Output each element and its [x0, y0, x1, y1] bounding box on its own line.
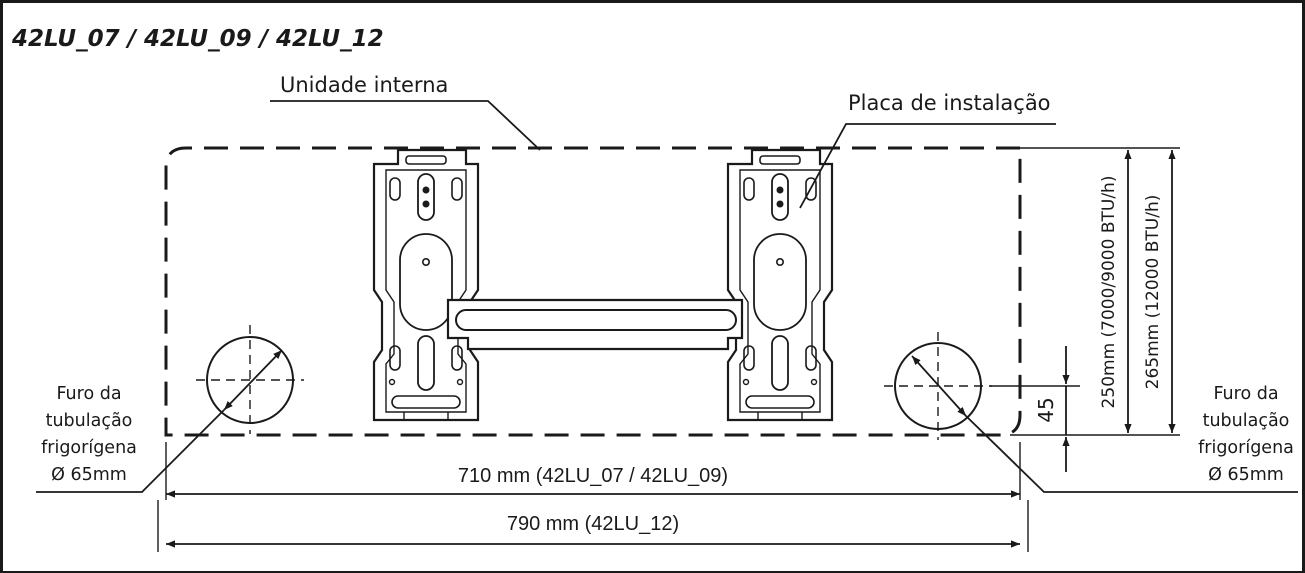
hole-left-line1: Furo da: [56, 384, 121, 404]
height-dimensions: 250mm (7000/9000 BTU/h) 265mm (12000 BTU…: [1010, 147, 1180, 436]
hole-right-line1: Furo da: [1213, 384, 1278, 404]
pipe-hole-left: [196, 325, 304, 434]
height-large-text: 265mm (12000 BTU/h): [1143, 195, 1163, 390]
hole-label-left: Furo da tubulação frigorígena Ø 65mm: [36, 384, 225, 493]
hole-right-line4: Ø 65mm: [1208, 465, 1284, 485]
height-small-text: 250mm (7000/9000 BTU/h): [1099, 176, 1119, 409]
installation-plate: [372, 148, 834, 422]
indoor-unit-callout: Unidade interna: [270, 73, 541, 151]
offset-dimension: 45: [990, 346, 1080, 472]
diagram-title: 42LU_07 / 42LU_09 / 42LU_12: [11, 26, 384, 52]
hole-left-line4: Ø 65mm: [51, 465, 127, 485]
hole-label-right: Furo da tubulação frigorígena Ø 65mm: [965, 384, 1298, 493]
hole-left-line2: tubulação: [46, 411, 133, 431]
hole-right-line2: tubulação: [1203, 411, 1290, 431]
width-dimension-small: 710 mm (42LU_07 / 42LU_09): [165, 442, 1021, 500]
install-plate-callout: Placa de instalação: [799, 91, 1056, 209]
pipe-hole-right: [884, 332, 992, 440]
width-dimension-large: 790 mm (42LU_12): [157, 500, 1029, 552]
width-large-text: 790 mm (42LU_12): [507, 513, 679, 535]
offset-text: 45: [1034, 397, 1058, 422]
hole-left-line3: frigorígena: [41, 438, 137, 458]
indoor-unit-label: Unidade interna: [280, 73, 448, 97]
install-plate-label: Placa de instalação: [848, 91, 1051, 115]
width-small-text: 710 mm (42LU_07 / 42LU_09): [458, 465, 728, 487]
indoor-unit-outline: [164, 146, 1022, 437]
hole-right-line3: frigorígena: [1198, 438, 1294, 458]
